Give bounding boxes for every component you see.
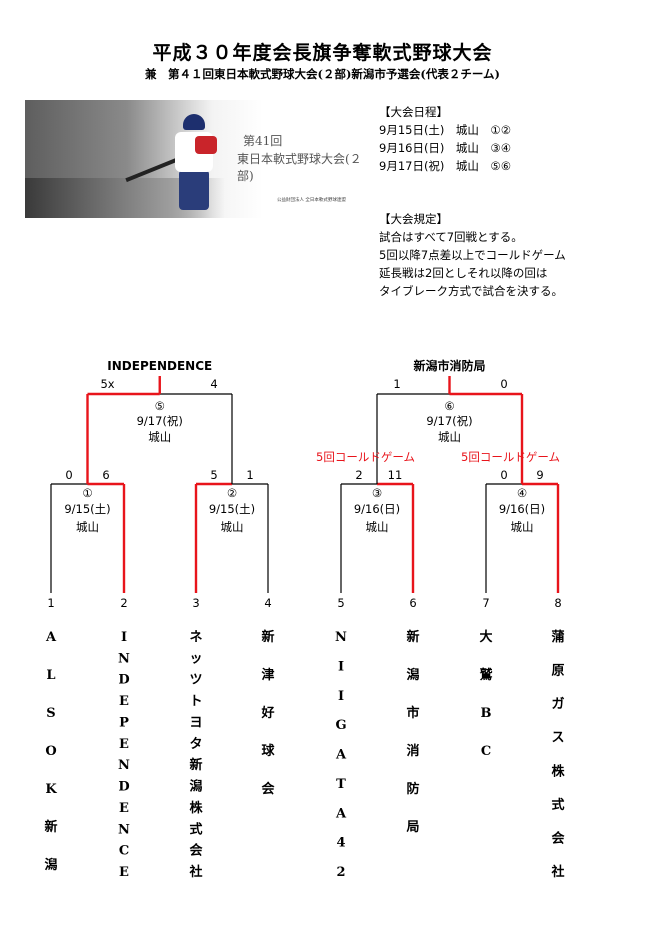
page-subtitle: 兼 第４１回東日本軟式野球大会(２部)新潟市予選会(代表２チーム) [145, 67, 500, 81]
score-right: 4 [210, 377, 217, 391]
rules-heading: 【大会規定】 [379, 212, 448, 226]
team-number: 5 [337, 596, 344, 610]
score-left: 1 [393, 377, 400, 391]
team-name: 新潟市消防局 [406, 629, 419, 835]
team-number: 4 [264, 596, 271, 610]
schedule-line: 9月15日(土) 城山 ①② [379, 123, 512, 137]
match-number: ⑤ [155, 399, 165, 413]
match-date: 9/15(土) [209, 502, 255, 516]
match-number: ③ [372, 486, 382, 500]
match-date: 9/15(土) [64, 502, 110, 516]
player-legs [179, 170, 209, 210]
match-date: 9/16(日) [499, 502, 545, 516]
match-date: 9/16(日) [354, 502, 400, 516]
schedule-line: 9月17日(祝) 城山 ⑤⑥ [379, 159, 512, 173]
schedule-line: 9月16日(日) 城山 ③④ [379, 141, 512, 155]
match-venue: 城山 [511, 520, 534, 534]
match-number: ⑥ [444, 399, 454, 413]
tournament-banner-image: 第41回 東日本軟式野球大会(２部) 公益財団法人 全日本軟式野球連盟 [25, 100, 365, 218]
team-number: 7 [482, 596, 489, 610]
schedule-block: 【大会日程】 9月15日(土) 城山 ①② 9月16日(日) 城山 ③④ 9月1… [379, 103, 511, 175]
match-venue: 城山 [221, 520, 244, 534]
match-date: 9/17(祝) [426, 414, 472, 428]
bracket-winner-name: 新潟市消防局 [413, 358, 485, 373]
rules-line: 試合はすべて7回戦とする。 [379, 230, 523, 244]
score-left: 2 [355, 468, 362, 482]
team-name: ネッツトヨタ新潟株式会社 [188, 630, 203, 880]
player-helmet [183, 114, 205, 130]
score-right: 1 [246, 468, 253, 482]
team-number: 3 [192, 596, 199, 610]
team-name: 蒲原ガス株式会社 [550, 629, 565, 880]
called-game-note: 5回コールドゲーム [316, 450, 415, 464]
bracket-winner-name: INDEPENDENCE [107, 359, 212, 373]
match-number: ① [82, 486, 92, 500]
rules-line: タイブレーク方式で試合を決する。 [379, 284, 563, 298]
rules-line: 5回以降7点差以上でコールドゲーム [379, 248, 566, 262]
team-number: 1 [47, 596, 54, 610]
score-right: 9 [536, 468, 543, 482]
team-number: 6 [409, 596, 416, 610]
score-left: 0 [65, 468, 72, 482]
team-number: 8 [554, 596, 561, 610]
called-game-note: 5回コールドゲーム [461, 450, 560, 464]
score-left: 5x [100, 377, 114, 391]
score-left: 5 [210, 468, 217, 482]
rules-line: 延長戦は2回としそれ以降の回は [379, 266, 548, 280]
match-number: ② [227, 486, 237, 500]
score-right: 6 [102, 468, 109, 482]
banner-title: 東日本軟式野球大会(２部) [237, 152, 362, 183]
team-name: 新津好球会 [260, 629, 275, 797]
rules-block: 【大会規定】 試合はすべて7回戦とする。 5回以降7点差以上でコールドゲーム 延… [379, 210, 566, 300]
match-venue: 城山 [148, 430, 171, 444]
match-number: ④ [517, 486, 527, 500]
team-number: 2 [120, 596, 127, 610]
score-right: 0 [500, 377, 507, 391]
player-sleeve [195, 136, 217, 154]
score-left: 0 [500, 468, 507, 482]
match-date: 9/17(祝) [137, 414, 183, 428]
match-venue: 城山 [366, 520, 389, 534]
page-title: 平成３０年度会長旗争奪軟式野球大会 [152, 42, 493, 64]
score-right: 11 [388, 468, 403, 482]
match-venue: 城山 [76, 520, 99, 534]
banner-edition: 第41回 [243, 134, 283, 148]
banner-org: 公益財団法人 全日本軟式野球連盟 [277, 198, 346, 203]
match-venue: 城山 [438, 430, 461, 444]
schedule-heading: 【大会日程】 [379, 105, 448, 119]
